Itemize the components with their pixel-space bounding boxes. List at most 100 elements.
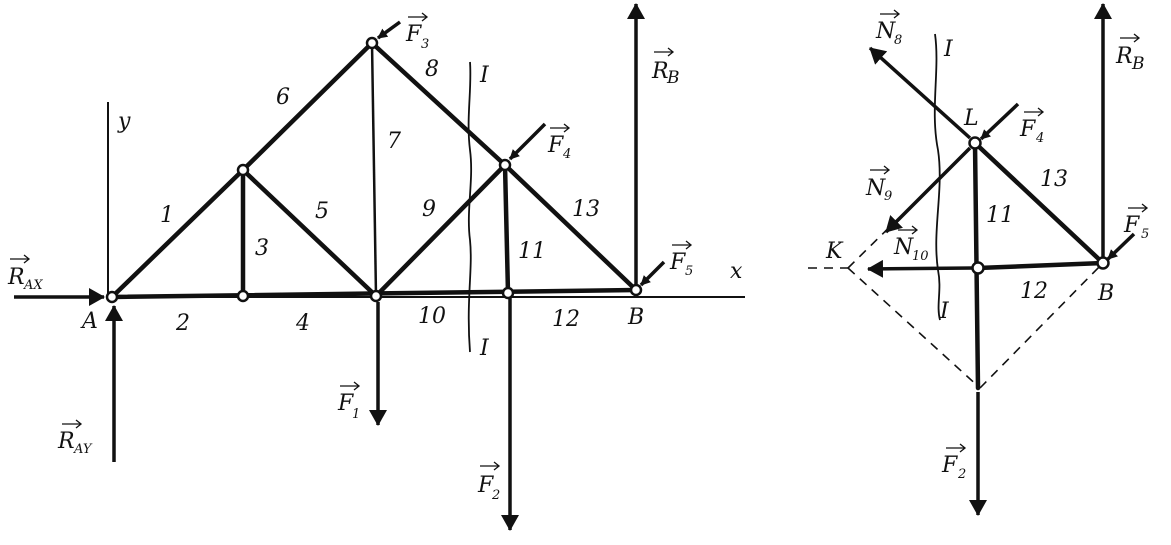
- right-free-body: I I 11 12 13 K L B N 8 N 9: [808, 3, 1149, 516]
- force-n10-arrow: [867, 259, 975, 278]
- member-13: [502, 162, 639, 293]
- member-label-4: 4: [295, 311, 310, 336]
- joint: [365, 36, 379, 50]
- member-1: [109, 167, 246, 300]
- svg-text:AY: AY: [73, 442, 93, 457]
- force-n8-arrow: [868, 46, 972, 140]
- svg-text:F: F: [547, 133, 564, 158]
- joint: [971, 261, 985, 275]
- member-13: [972, 140, 1106, 266]
- force-f3-arrow: [376, 20, 402, 40]
- x-axis-label: x: [730, 259, 743, 284]
- force-f5-arrow: [639, 260, 666, 287]
- force-label-f3: F 3: [405, 12, 429, 52]
- point-label-l: L: [963, 106, 979, 131]
- force-label-f1: F 1: [337, 381, 360, 422]
- force-f5-arrow: [1106, 232, 1136, 261]
- section-cut-line: [933, 33, 941, 321]
- member-label-11: 11: [986, 203, 1014, 228]
- force-label-f5: F 5: [669, 240, 693, 279]
- force-label-f5: F 5: [1123, 203, 1149, 242]
- force-label-f4: F 4: [1019, 107, 1044, 146]
- force-f4-arrow: [979, 102, 1020, 141]
- force-label-rax: R AX: [7, 254, 43, 293]
- member-5: [240, 167, 379, 299]
- svg-text:R: R: [651, 59, 669, 84]
- svg-text:N: N: [875, 19, 896, 44]
- member-label-13: 13: [572, 197, 600, 222]
- svg-text:F: F: [1019, 117, 1036, 142]
- point-label-b: B: [627, 305, 644, 330]
- member-12: [975, 260, 1106, 271]
- svg-text:F: F: [941, 453, 958, 478]
- svg-text:R: R: [7, 265, 25, 290]
- section-label-top: I: [479, 63, 490, 88]
- svg-text:4: 4: [562, 147, 571, 162]
- svg-text:F: F: [337, 391, 354, 416]
- section-cut-line: [467, 61, 473, 353]
- force-label-f2: F 2: [941, 443, 966, 482]
- member-9: [373, 162, 508, 299]
- joint: [501, 286, 515, 300]
- svg-text:B: B: [1131, 54, 1145, 74]
- force-f4-arrow: [508, 122, 547, 161]
- svg-text:3: 3: [421, 37, 429, 52]
- member-6: [240, 40, 375, 173]
- member-label-9: 9: [422, 197, 436, 222]
- force-label-f2: F 2: [477, 461, 500, 503]
- svg-text:R: R: [57, 429, 75, 454]
- member-label-13: 13: [1040, 167, 1068, 192]
- joint: [236, 289, 250, 303]
- y-axis-label: y: [117, 109, 131, 134]
- svg-text:B: B: [666, 68, 680, 88]
- svg-text:F: F: [1123, 213, 1140, 238]
- member-label-7: 7: [387, 129, 401, 154]
- svg-text:8: 8: [894, 33, 902, 48]
- svg-text:2: 2: [957, 467, 966, 482]
- member-label-12: 12: [552, 307, 580, 332]
- svg-text:5: 5: [1141, 227, 1149, 242]
- point-label-k: K: [825, 239, 844, 264]
- svg-text:10: 10: [912, 249, 929, 264]
- joint: [369, 289, 383, 303]
- force-n9-arrow: [884, 146, 972, 234]
- svg-text:4: 4: [1035, 131, 1044, 146]
- svg-text:F: F: [477, 473, 494, 498]
- member-label-1: 1: [160, 203, 174, 228]
- force-label-rb: R B: [651, 47, 680, 88]
- force-label-n9: N 9: [865, 165, 892, 204]
- joint: [236, 163, 250, 177]
- member-label-5: 5: [315, 199, 329, 224]
- dashed-line-bottom-b: [979, 262, 1104, 389]
- member-11: [502, 162, 511, 296]
- joint-b: [629, 283, 643, 297]
- svg-text:5: 5: [685, 264, 693, 279]
- member-label-2: 2: [175, 311, 190, 336]
- member-label-6: 6: [276, 85, 290, 110]
- force-label-rb: R B: [1115, 33, 1145, 74]
- section-label-top: I: [943, 37, 954, 62]
- point-label-a: A: [80, 309, 98, 334]
- point-label-b: B: [1097, 281, 1114, 306]
- member-label-12: 12: [1020, 279, 1048, 304]
- svg-text:9: 9: [884, 189, 892, 204]
- svg-text:1: 1: [352, 407, 360, 422]
- section-label-bottom: I: [939, 299, 950, 324]
- force-label-n8: N 8: [875, 9, 902, 48]
- left-truss: y x I I 1 2 3 4 5 6 7 8 9 10 11 12 13: [7, 3, 745, 531]
- member-label-10: 10: [418, 304, 446, 329]
- svg-text:2: 2: [491, 488, 500, 503]
- member-label-8: 8: [425, 57, 439, 82]
- force-label-n10: N 10: [893, 225, 929, 264]
- joint: [498, 158, 512, 172]
- svg-text:N: N: [893, 235, 914, 260]
- section-label-bottom: I: [479, 336, 490, 361]
- force-label-f4: F 4: [547, 123, 571, 162]
- force-label-ray: R AY: [57, 419, 93, 457]
- member-8: [369, 40, 508, 168]
- joint-b: [1096, 256, 1110, 270]
- joint-l: [968, 136, 982, 150]
- member-label-11: 11: [518, 239, 546, 264]
